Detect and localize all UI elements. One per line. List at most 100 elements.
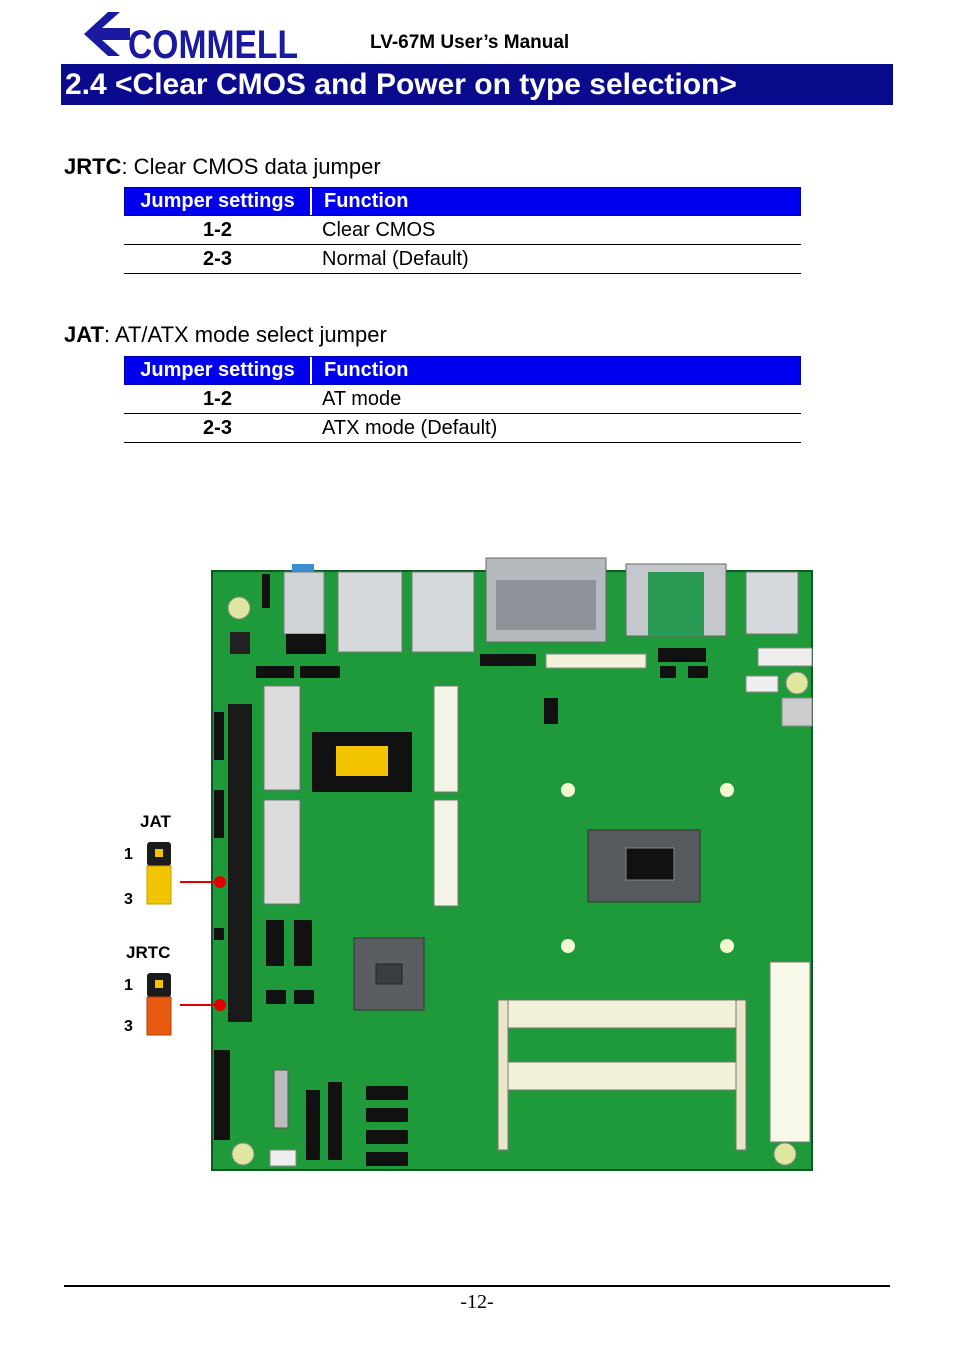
heatsink-hole xyxy=(720,939,734,953)
jrtc-jumper-cap xyxy=(146,996,172,1036)
io-port xyxy=(745,571,799,635)
jrtc-table: Jumper settings Function 1-2 Clear CMOS … xyxy=(124,187,801,274)
heatsink-hole xyxy=(720,783,734,797)
io-port xyxy=(283,571,325,635)
motherboard-illustration: JAT 1 3 JRTC 1 3 xyxy=(124,557,813,1171)
logo-text: COMMELL xyxy=(128,23,298,62)
pin-header xyxy=(328,1082,342,1160)
power-connector xyxy=(745,675,779,693)
pin-header xyxy=(300,666,340,678)
jrtc-name: JRTC xyxy=(64,154,122,179)
pin-header xyxy=(266,990,286,1004)
jrtc-pin3-label: 3 xyxy=(124,1018,133,1035)
pin-header xyxy=(214,1050,230,1140)
cpu-die xyxy=(625,847,675,881)
jat-jumper-cap xyxy=(146,865,172,905)
jumper-function: Normal (Default) xyxy=(322,247,469,270)
pin-header xyxy=(306,1090,320,1160)
jumper-setting: 2-3 xyxy=(203,416,232,439)
motherboard-diagram: JAT 1 3 JRTC 1 3 xyxy=(110,550,820,1175)
header-jumper-settings: Jumper settings xyxy=(125,188,312,215)
header-function: Function xyxy=(324,190,409,212)
pin-header xyxy=(286,634,326,654)
heatsink-hole xyxy=(561,783,575,797)
chip xyxy=(294,920,312,966)
mounting-hole xyxy=(227,596,251,620)
jat-label: JAT xyxy=(140,812,171,831)
vga-port-body xyxy=(648,572,704,636)
table-row: 1-2 Clear CMOS xyxy=(124,216,801,245)
pin-header xyxy=(214,790,224,838)
header-function: Function xyxy=(324,359,409,381)
jumper-setting: 2-3 xyxy=(203,247,232,270)
connector xyxy=(269,1149,297,1167)
page-number: -12- xyxy=(460,1291,494,1313)
mounting-hole xyxy=(231,1142,255,1166)
mounting-hole xyxy=(785,671,809,695)
io-port xyxy=(292,564,314,574)
section-title: 2.4 <Clear CMOS and Power on type select… xyxy=(61,64,893,105)
jat-description: : AT/ATX mode select jumper xyxy=(103,322,387,347)
jumper-function: AT mode xyxy=(322,387,402,410)
sata-port xyxy=(366,1130,408,1144)
chipset-die xyxy=(375,963,403,985)
pin-header xyxy=(658,648,706,662)
memory-slot xyxy=(507,1061,739,1091)
jat-heading: JAT: AT/ATX mode select jumper xyxy=(64,322,387,348)
sata-port xyxy=(366,1086,408,1100)
jumper-setting: 1-2 xyxy=(203,387,232,410)
table-row: 1-2 AT mode xyxy=(124,385,801,414)
mounting-hole xyxy=(773,1142,797,1166)
jat-callout-dot xyxy=(214,876,226,888)
chip xyxy=(266,920,284,966)
mini-pcie-slot xyxy=(263,685,301,791)
commell-logo: COMMELL xyxy=(78,6,306,67)
mini-pcie-slot xyxy=(433,685,459,793)
jrtc-pin-1-contact xyxy=(155,980,163,988)
sim-contacts xyxy=(336,746,388,776)
header-jumper-settings: Jumper settings xyxy=(125,357,312,384)
pin-header xyxy=(214,712,224,760)
manual-title: LV-67M User’s Manual xyxy=(370,32,570,53)
jat-pin1-label: 1 xyxy=(124,846,133,863)
connector xyxy=(781,697,813,727)
pin-header xyxy=(256,666,294,678)
jrtc-pin1-label: 1 xyxy=(124,977,133,994)
pin-header xyxy=(294,990,314,1004)
pin-header xyxy=(262,574,270,608)
expansion-slot xyxy=(228,704,252,1022)
heatsink-hole xyxy=(561,939,575,953)
chipset xyxy=(353,937,425,1011)
atx-power-connector xyxy=(769,961,811,1143)
table-row: 2-3 ATX mode (Default) xyxy=(124,414,801,443)
jrtc-table-header: Jumper settings Function xyxy=(124,187,801,216)
footer-divider xyxy=(64,1285,890,1287)
commell-logo-icon: COMMELL xyxy=(84,12,298,67)
pin-header xyxy=(544,698,558,724)
jat-pin3-label: 3 xyxy=(124,891,133,908)
power-connector xyxy=(757,647,813,667)
jat-table-header: Jumper settings Function xyxy=(124,356,801,385)
jrtc-callout-dot xyxy=(214,999,226,1011)
chip xyxy=(230,632,250,654)
io-port xyxy=(337,571,403,653)
table-row: 2-3 Normal (Default) xyxy=(124,245,801,274)
pin-header xyxy=(660,666,676,678)
mini-pcie-slot xyxy=(433,799,459,907)
jat-name: JAT xyxy=(64,322,104,347)
pin-header xyxy=(688,666,708,678)
jat-pin-1-contact xyxy=(155,849,163,857)
io-port xyxy=(411,571,475,653)
jumper-function: ATX mode (Default) xyxy=(322,416,498,439)
jrtc-label: JRTC xyxy=(126,943,170,962)
serial-port-body xyxy=(496,580,596,630)
jumper-setting: 1-2 xyxy=(203,218,232,241)
mini-pcie-slot xyxy=(263,799,301,905)
sata-port xyxy=(366,1108,408,1122)
pin-header xyxy=(480,654,536,666)
connector xyxy=(273,1069,289,1129)
jrtc-heading: JRTC: Clear CMOS data jumper xyxy=(64,154,381,180)
jrtc-description: : Clear CMOS data jumper xyxy=(121,154,381,179)
jat-table: Jumper settings Function 1-2 AT mode 2-3… xyxy=(124,356,801,443)
pin-header xyxy=(214,928,224,940)
